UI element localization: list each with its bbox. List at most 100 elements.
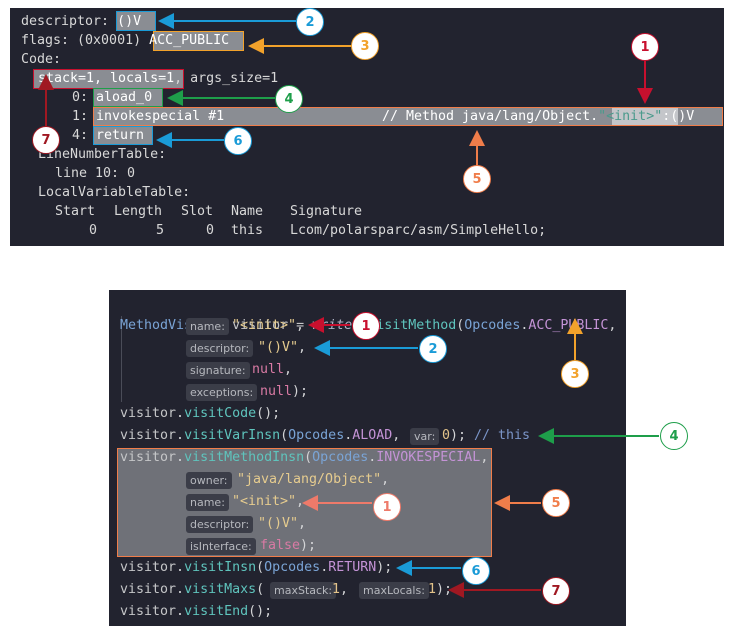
instr-0-index: 0:	[72, 90, 97, 105]
badge-3-bottom: 3	[561, 360, 589, 388]
badge-4-bottom: 4	[660, 422, 688, 450]
asm-visit-var-insn: visitor.visitVarInsn(Opcodes.ALOAD,	[120, 425, 400, 447]
exceptions-value: null	[260, 384, 293, 399]
badge-1-bottom-a: 1	[352, 312, 380, 340]
instr-1-index: 1:	[72, 109, 97, 124]
hint-is-interface: isInterface:	[186, 538, 256, 555]
visitor-decl: visitor =	[224, 318, 313, 333]
lvt-row-slot: 0	[206, 223, 215, 238]
comma: ,	[608, 318, 617, 333]
badge-5-bottom: 5	[542, 489, 570, 517]
dot: .	[344, 428, 353, 443]
visit-maxs-call: visitMaxs	[184, 582, 257, 597]
init-highlight	[612, 108, 678, 125]
asm-visit-end: visitor.visitEnd();	[120, 601, 272, 623]
empty-call: ();	[248, 604, 273, 619]
hint-exceptions: exceptions:	[186, 384, 258, 401]
dot: .	[520, 318, 529, 333]
opcodes-ref: Opcodes	[288, 428, 345, 443]
asm-owner-arg: "java/lang/Object",	[237, 469, 389, 491]
badge-3-top: 3	[351, 32, 379, 60]
open-paren: (	[456, 318, 465, 333]
opcodes-ref: Opcodes	[464, 318, 521, 333]
hint-name-2: name:	[186, 494, 229, 511]
comma: ,	[298, 340, 307, 355]
asm-visit-maxs: visitor.visitMaxs(	[120, 579, 264, 601]
asm-visit-code: visitor.visitCode();	[120, 403, 280, 425]
hint-max-stack: maxStack:	[270, 582, 337, 599]
stack-line: stack=1, locals=1, args_size=1	[38, 69, 278, 88]
badge-1-bottom-b: 1	[373, 493, 401, 521]
asm-exceptions-arg: null);	[260, 381, 308, 403]
instr-0-op: aload_0	[96, 90, 153, 105]
invokespecial-highlight	[93, 107, 723, 126]
asm-visit-insn: visitor.visitInsn(Opcodes.RETURN);	[120, 557, 392, 579]
open-paren: (	[256, 582, 265, 597]
instr-4: 4: return	[72, 126, 144, 145]
visit-method-insn-call: visitMethodInsn	[184, 450, 305, 465]
close-paren: );	[450, 428, 467, 443]
badge-1-top: 1	[631, 33, 659, 61]
hint-max-locals: maxLocals:	[359, 582, 429, 599]
max-locals-value: 1	[428, 582, 437, 597]
var-value: 0	[442, 428, 451, 443]
descriptor-label: descriptor:	[21, 14, 118, 29]
aload-highlight	[93, 88, 163, 107]
flags-line: flags: (0x0001) ACC_PUBLIC	[21, 31, 229, 50]
instr-1-tail: :()V	[662, 109, 695, 124]
close-paren: );	[376, 560, 393, 575]
badge-7-top: 7	[32, 126, 60, 154]
badge-6-bottom: 6	[462, 557, 490, 585]
visit-end-call: visitEnd	[184, 604, 249, 619]
asm-signature-arg: null,	[252, 359, 292, 381]
lvt-header-start: Start	[55, 204, 96, 219]
visit-insn-call: visitInsn	[184, 560, 257, 575]
close-paren: );	[300, 538, 317, 553]
lvt-row-name: this	[231, 223, 264, 238]
visitor-ref: visitor	[120, 406, 177, 421]
name-value: "<init>"	[232, 318, 297, 333]
lvt-row-signature: Lcom/polarsparc/asm/SimpleHello;	[290, 223, 547, 238]
line-entry: line 10: 0	[55, 166, 136, 181]
asm-name-arg-2: "<init>",	[232, 491, 304, 513]
descriptor-arg-value-2: "()V"	[258, 516, 299, 531]
comma: ,	[298, 516, 307, 531]
comma: ,	[340, 582, 349, 597]
badge-4-top: 4	[275, 85, 303, 113]
badge-2-bottom: 2	[419, 335, 447, 363]
visitor-ref: visitor	[120, 582, 177, 597]
lvt-header-slot: Slot	[181, 204, 214, 219]
hint-descriptor-2: descriptor:	[186, 516, 254, 533]
code-label: Code:	[21, 52, 62, 67]
invokespecial-const: INVOKESPECIAL	[376, 450, 481, 465]
lvt-row-start: 0	[89, 223, 98, 238]
asm-descriptor-arg-2: "()V",	[258, 513, 306, 535]
args-size: , args_size=1	[174, 71, 279, 86]
dot: .	[176, 406, 185, 421]
flags-highlight	[153, 31, 244, 51]
visit-code-call: visitCode	[184, 406, 257, 421]
aload-const: ALOAD	[352, 428, 393, 443]
return-highlight	[93, 126, 153, 145]
open-paren: (	[256, 560, 265, 575]
name-value-2: "<init>"	[232, 494, 297, 509]
visitor-ref: visitor	[120, 604, 177, 619]
visit-var-insn-call: visitVarInsn	[184, 428, 281, 443]
comma: ,	[381, 472, 390, 487]
empty-call: ();	[256, 406, 281, 421]
instr-1-op: invokespecial #1	[96, 109, 225, 124]
asm-name-arg: "<init>",	[232, 315, 304, 337]
asm-var-arg: 0);	[442, 425, 466, 447]
descriptor-arg-value: "()V"	[258, 340, 299, 355]
comma: ,	[480, 450, 489, 465]
dot: .	[176, 428, 185, 443]
visitor-ref: visitor	[120, 428, 177, 443]
visitor-ref: visitor	[120, 560, 177, 575]
hint-owner: owner:	[186, 472, 232, 489]
asm-is-interface-arg: false);	[260, 535, 316, 557]
hint-var: var:	[410, 428, 440, 445]
flags-label: flags: (0x0001)	[21, 33, 150, 48]
opcodes-ref: Opcodes	[264, 560, 321, 575]
signature-value: null	[252, 362, 285, 377]
dot: .	[176, 560, 185, 575]
